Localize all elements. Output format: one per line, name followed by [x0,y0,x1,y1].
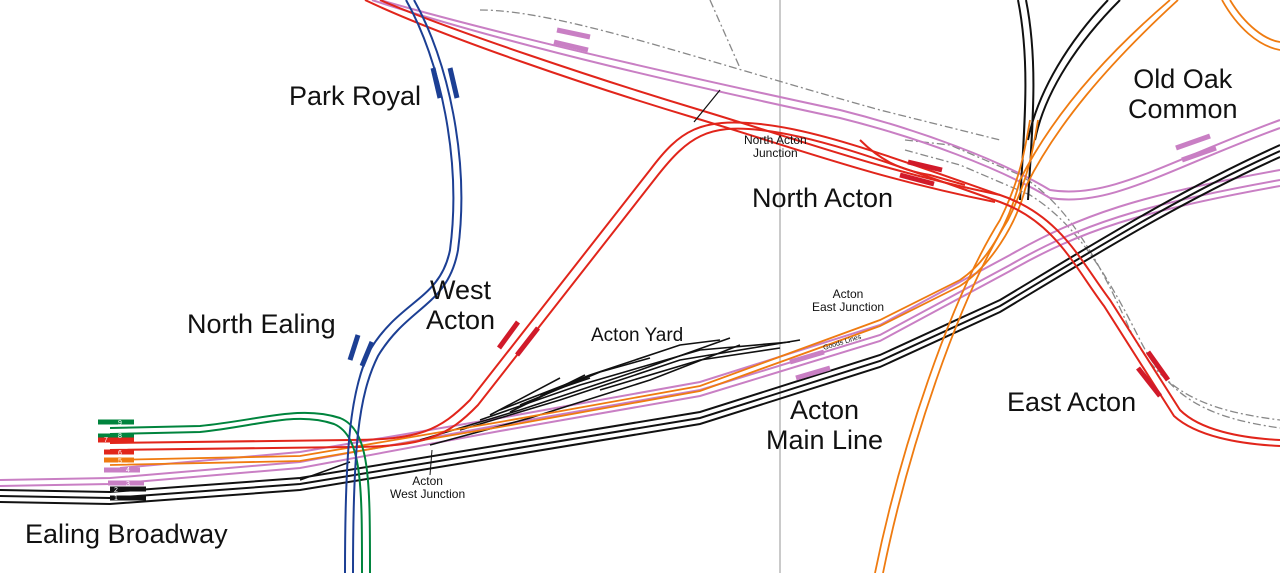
station-label-ealing-broadway: Ealing Broadway [25,519,228,549]
station-label-north-acton: North Acton [752,183,894,213]
platform-north-ealing-2 [359,341,375,367]
platform-number-5: 5 [118,458,122,465]
platform-west-acton-2 [515,326,540,357]
platform-old-oak-common-1 [1175,133,1211,151]
acton-west-junction-pointer [429,449,433,476]
station-label-acton-main-line: Acton Main Line [766,395,883,455]
platform-west-acton-1 [496,320,521,350]
junction-label-acton-west-line-1: Acton [412,474,443,488]
platform-number-2: 2 [114,487,118,494]
platforms [347,27,1217,398]
platform-park-royal-1 [430,67,443,99]
platform-number-labels: 9 8 7 6 5 4 3 2 1 [104,420,130,502]
national-rail-tracks [0,0,1280,506]
station-label-acton-main-line-line-2: Main Line [766,425,884,455]
junction-label-north-acton-line-2: Junction [753,146,798,160]
platform-acton-main-line-1 [789,349,825,365]
platform-old-oak-common-2 [1181,145,1217,163]
piccadilly-line-tracks [344,0,463,573]
junction-label-north-acton: North Acton Junction [744,134,807,160]
ealing-broadway-platforms: 9 8 7 6 5 4 3 2 1 [98,419,146,502]
junction-label-acton-east-line-2: East Junction [812,300,885,314]
platform-number-1: 1 [114,495,118,502]
platform-north-acton-1 [907,159,943,173]
station-label-west-acton: West Acton [426,275,495,335]
platform-elizabeth-north-1 [556,27,591,40]
station-label-north-ealing: North Ealing [187,309,336,339]
junction-label-acton-east: Acton East Junction [812,288,884,314]
station-label-acton-main-line-line-1: Acton [790,395,860,425]
station-label-park-royal: Park Royal [289,81,422,111]
platform-number-7: 7 [104,437,108,444]
junction-label-acton-west: Acton West Junction [390,475,465,501]
station-label-old-oak-common-line-2: Common [1128,94,1238,124]
station-label-old-oak-common-line-1: Old Oak [1133,64,1233,94]
junction-label-acton-west-line-2: West Junction [390,487,466,501]
platform-north-ealing-1 [347,334,361,361]
freight-lines [479,0,1280,429]
platform-acton-main-line-2 [795,365,831,381]
station-label-old-oak-common: Old Oak Common [1128,64,1238,124]
acton-yard-sidings [299,337,801,481]
station-label-west-acton-line-1: West [430,275,492,305]
platform-elizabeth-north-2 [553,39,589,53]
station-label-east-acton: East Acton [1007,387,1137,417]
platform-number-3: 3 [126,481,130,488]
platform-number-4: 4 [126,467,130,474]
platform-number-9: 9 [118,420,122,427]
central-line-tracks [109,0,1280,451]
acton-yard-label: Acton Yard [591,325,684,346]
platform-east-acton-1 [1145,350,1171,382]
platform-number-8: 8 [118,433,122,440]
platform-park-royal-2 [447,67,460,99]
platform-north-acton-2 [899,172,935,187]
junction-label-north-acton-line-1: North Acton [744,133,807,147]
bridge-marker [693,89,721,123]
station-label-west-acton-line-2: Acton [426,305,496,335]
platform-number-6: 6 [118,450,122,457]
district-line-tracks [109,411,371,573]
junction-label-acton-east-line-1: Acton [832,287,864,301]
overground-tracks [109,0,1280,573]
platform-east-acton-2 [1136,366,1162,398]
